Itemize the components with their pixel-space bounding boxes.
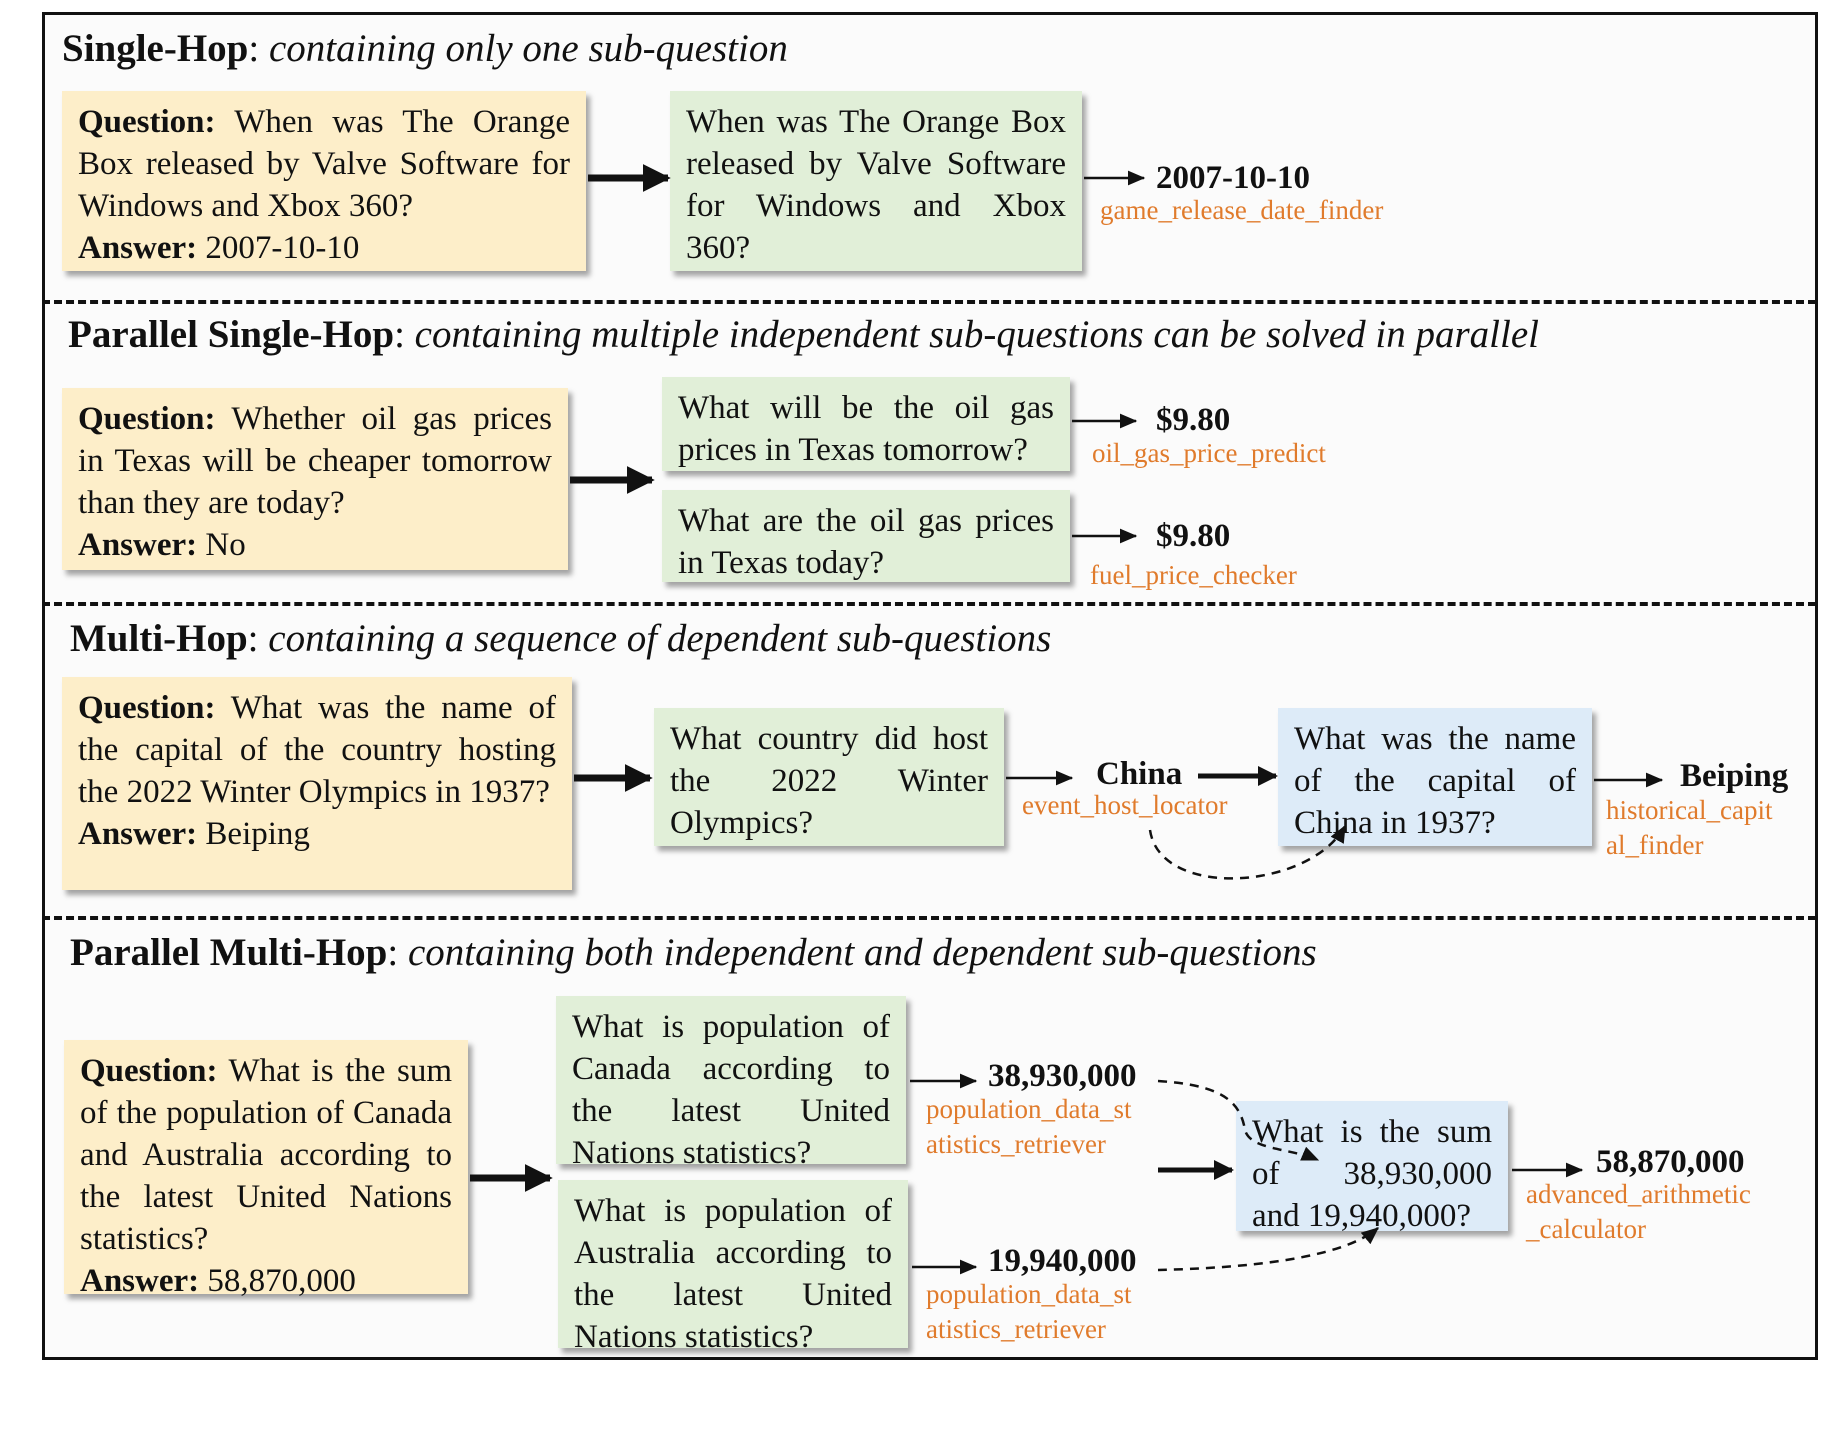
question-label: Question: (78, 104, 216, 140)
answer-label: Answer: (78, 527, 198, 563)
answer-label: Answer: (78, 816, 198, 852)
multi-hop-sub1-tool: event_host_locator (1022, 790, 1228, 820)
multi-hop-sub1-result: China (1096, 756, 1183, 792)
multi-hop-desc: containing a sequence of dependent sub-q… (268, 617, 1052, 660)
parallel-single-hop-title: Parallel Single-Hop (68, 313, 395, 356)
multi-hop-subquestion-2: What was the name of the capital of Chin… (1278, 708, 1592, 846)
single-hop-title: Single-Hop (62, 27, 249, 70)
question-text: When was The Orange Box released by Valv… (78, 104, 570, 224)
parallel-multi-hop-sub3-result: 58,870,000 (1596, 1144, 1745, 1180)
dashed-dependency-arrow (1148, 824, 1347, 880)
parallel-multi-hop-sub3-tool-line2: _calculator (1526, 1214, 1646, 1244)
single-hop-sub1-result: 2007-10-10 (1156, 160, 1310, 196)
parallel-multi-hop-sub1-tool-line2: atistics_retriever (926, 1129, 1106, 1159)
question-text: What was the name of the capital of the … (78, 690, 556, 810)
single-hop-header: Single-Hop: containing only one sub-ques… (62, 27, 788, 70)
parallel-multi-hop-desc: containing both independent and dependen… (407, 931, 1317, 974)
answer-label: Answer: (78, 230, 198, 266)
answer-text: Beiping (205, 816, 310, 852)
parallel-multi-hop-question-box: Question: What is the sum of the populat… (64, 1040, 468, 1299)
parallel-single-hop-sub2-tool: fuel_price_checker (1090, 560, 1297, 590)
parallel-multi-hop-sub2-tool-line2: atistics_retriever (926, 1314, 1106, 1344)
question-label: Question: (78, 690, 216, 726)
single-hop-question-box: Question: When was The Orange Box releas… (62, 91, 586, 271)
answer-label: Answer: (80, 1263, 200, 1299)
question-label: Question: (80, 1053, 218, 1089)
dashed-dependency-arrow-1 (1157, 1079, 1320, 1162)
multi-hop-subquestion-1: What country did host the 2022 Winter Ol… (654, 708, 1004, 846)
parallel-single-hop-sub1-tool: oil_gas_price_predict (1092, 438, 1326, 468)
answer-text: No (205, 527, 246, 563)
parallel-multi-hop-sub2-result: 19,940,000 (988, 1243, 1137, 1279)
parallel-single-hop-desc: containing multiple independent sub-ques… (414, 313, 1539, 356)
parallel-multi-hop-header: Parallel Multi-Hop: containing both inde… (70, 931, 1317, 974)
multi-hop-sub2-tool-line2: al_finder (1606, 830, 1704, 860)
parallel-multi-hop-sub1-tool-line1: population_data_st (926, 1094, 1132, 1124)
parallel-single-hop-sub1-result: $9.80 (1156, 402, 1231, 438)
parallel-multi-hop-subquestion-1: What is population of Canada according t… (556, 996, 906, 1171)
question-label: Question: (78, 401, 216, 437)
single-hop-desc: containing only one sub-question (268, 27, 788, 70)
multi-hop-sub2-tool-line1: historical_capit (1606, 795, 1773, 825)
answer-text: 58,870,000 (207, 1263, 356, 1299)
question-text: Whether oil gas prices in Texas will be … (78, 401, 553, 521)
single-hop-sub1-tool: game_release_date_finder (1100, 195, 1384, 225)
parallel-multi-hop-subquestion-2: What is population of Australia accordin… (558, 1180, 908, 1355)
single-hop-subquestion-1: When was The Orange Box released by Valv… (670, 91, 1082, 271)
answer-text: 2007-10-10 (205, 230, 360, 266)
parallel-multi-hop-subquestion-3: What is the sum of 38,930,000 and 19,940… (1236, 1101, 1508, 1234)
multi-hop-sub2-result: Beiping (1680, 758, 1789, 794)
parallel-single-hop-subquestion-1: What will be the oil gas prices in Texas… (662, 377, 1070, 471)
parallel-single-hop-subquestion-2: What are the oil gas prices in Texas tod… (662, 490, 1070, 582)
parallel-multi-hop-sub3-tool-line1: advanced_arithmetic (1526, 1179, 1751, 1209)
multi-hop-question-box: Question: What was the name of the capit… (62, 677, 572, 890)
parallel-single-hop-sub2-result: $9.80 (1156, 518, 1231, 554)
parallel-multi-hop-sub1-result: 38,930,000 (988, 1058, 1137, 1094)
parallel-single-hop-question-box: Question: Whether oil gas prices in Texa… (62, 388, 568, 570)
multi-hop-title: Multi-Hop (70, 617, 248, 660)
dashed-dependency-arrow-2 (1157, 1227, 1379, 1272)
parallel-multi-hop-sub2-tool-line1: population_data_st (926, 1279, 1132, 1309)
section-divider-1 (42, 300, 1816, 304)
section-divider-2 (42, 602, 1816, 606)
section-divider-3 (42, 916, 1816, 920)
parallel-multi-hop-title: Parallel Multi-Hop (70, 931, 388, 974)
multi-hop-header: Multi-Hop: containing a sequence of depe… (70, 617, 1052, 660)
parallel-single-hop-header: Parallel Single-Hop: containing multiple… (68, 313, 1539, 356)
question-text: What is the sum of the population of Can… (80, 1053, 452, 1257)
